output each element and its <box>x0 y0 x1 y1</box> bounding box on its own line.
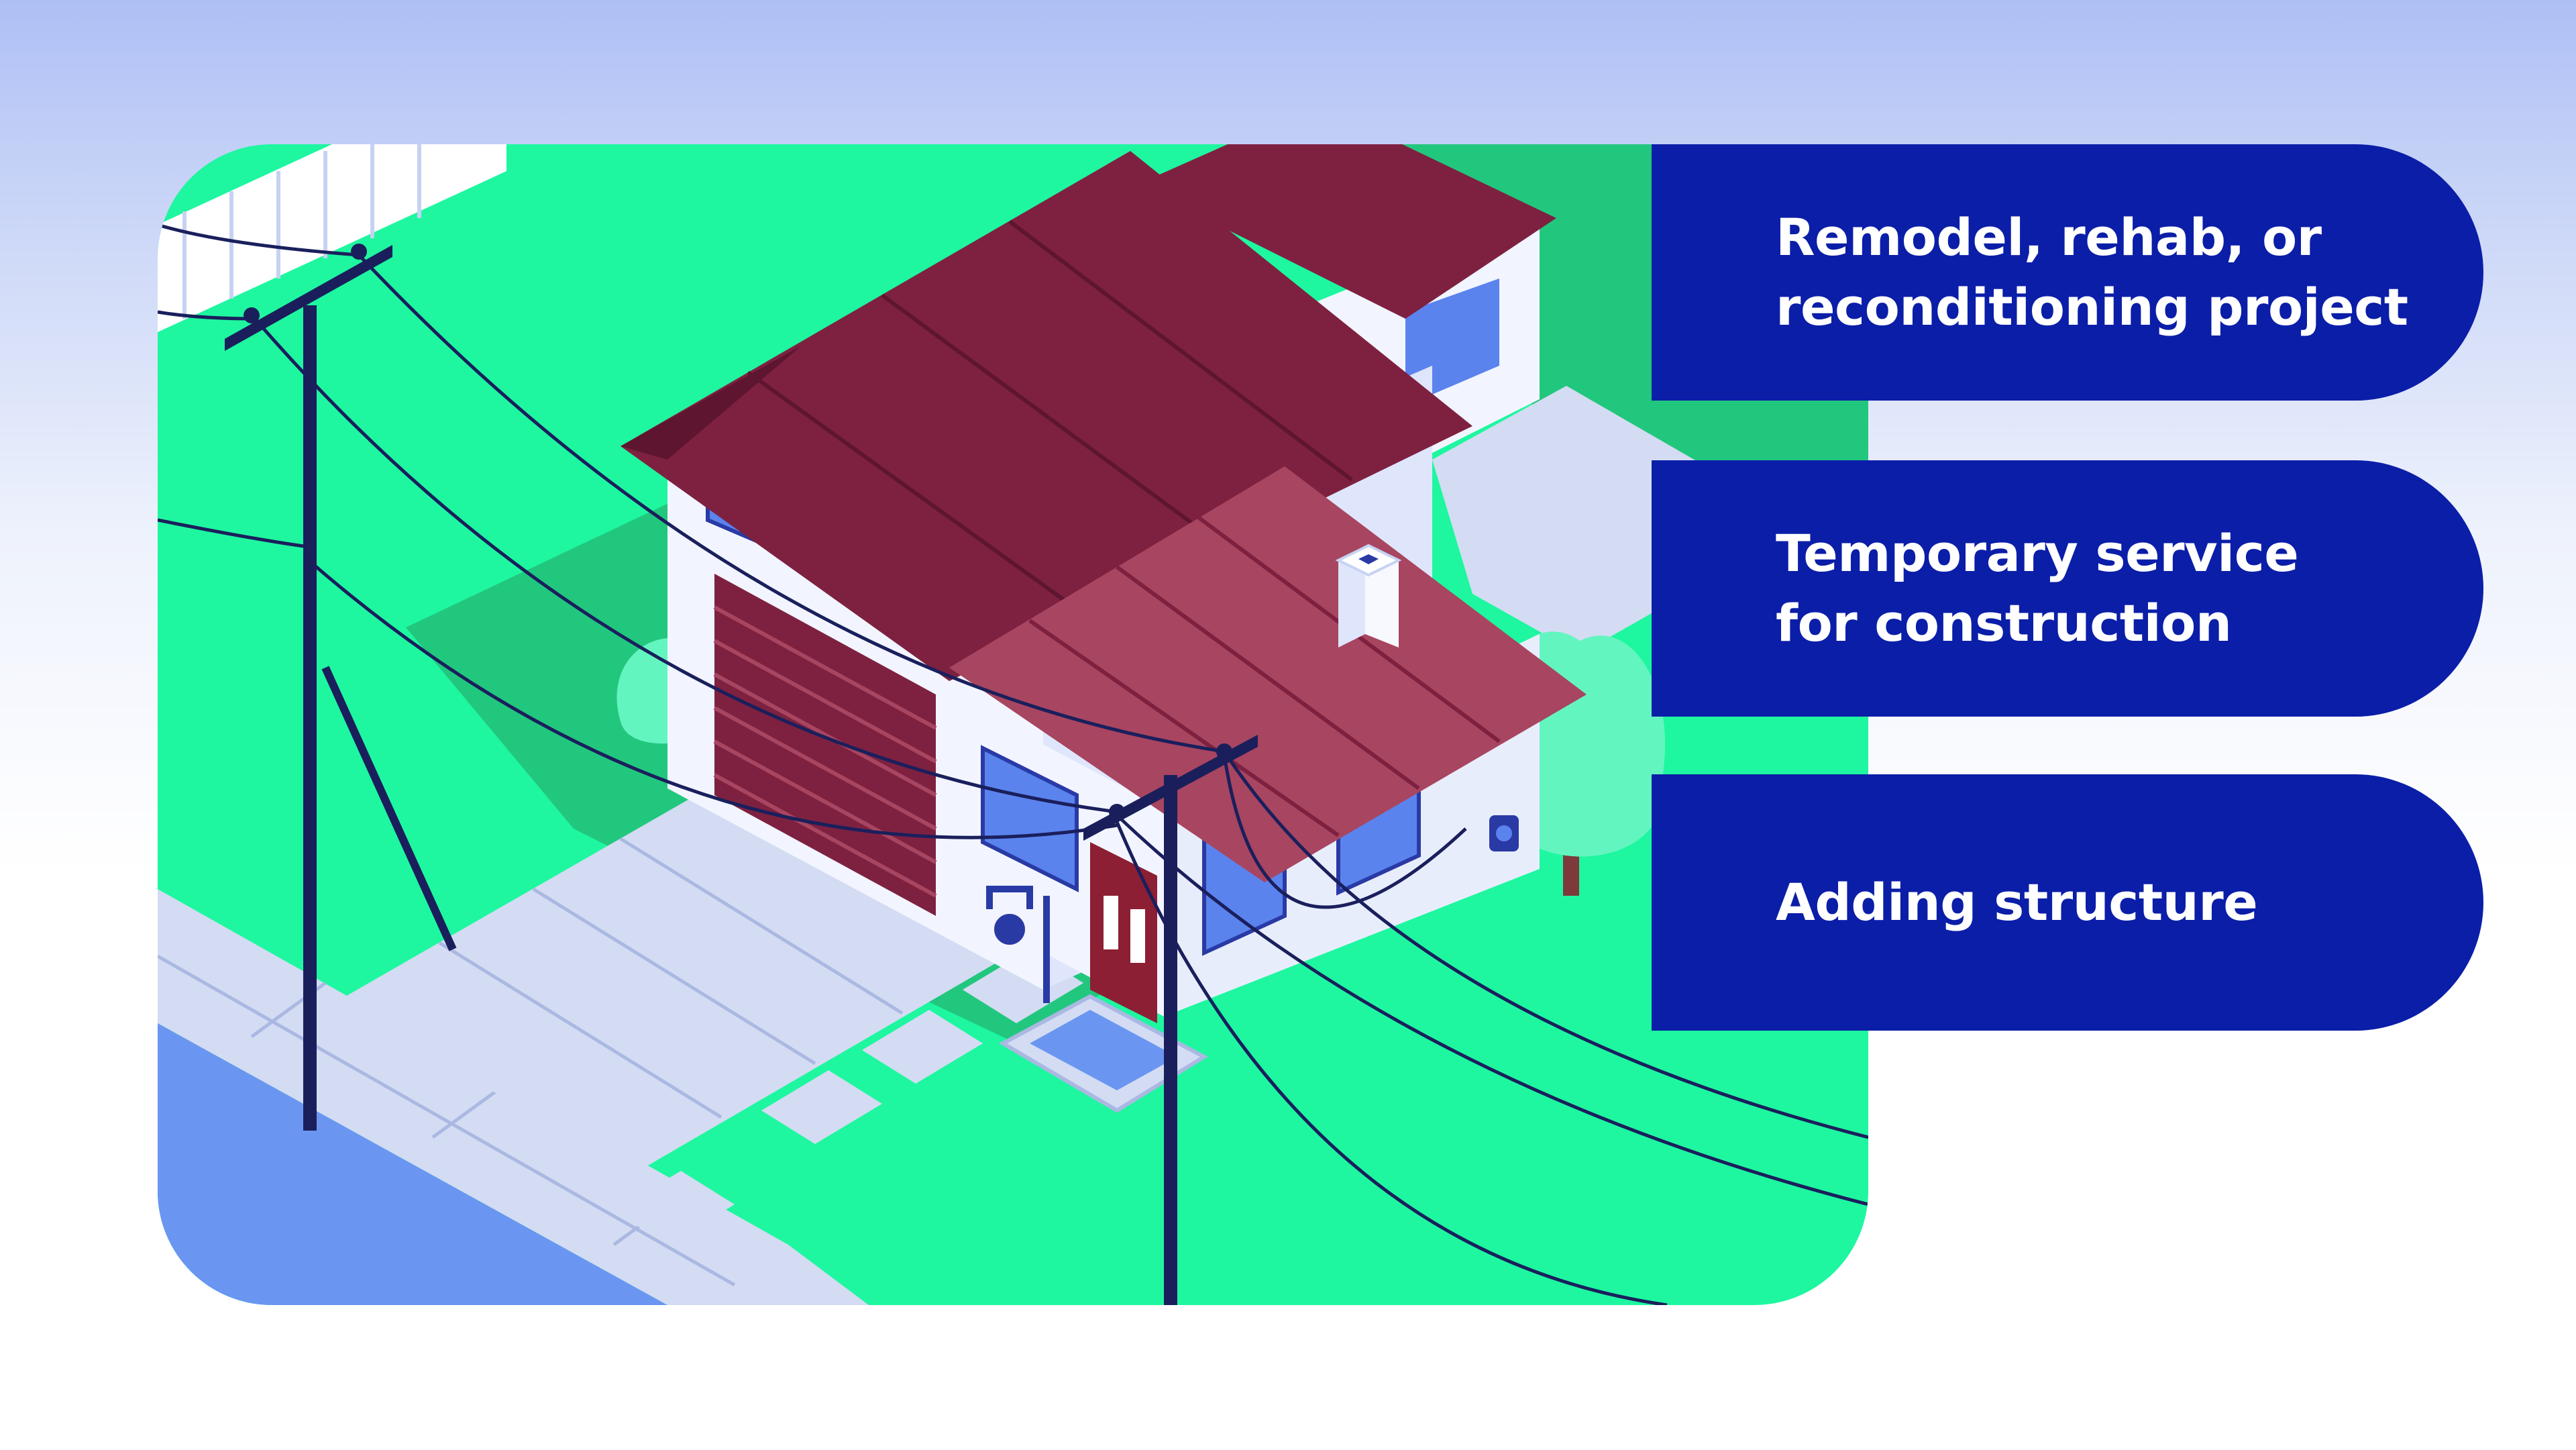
front-roof <box>949 466 1587 882</box>
option-adding-structure[interactable]: Adding structure <box>1652 774 2483 1031</box>
house-illustration-svg <box>158 144 1868 1305</box>
option-remodel-project[interactable]: Remodel, rehab, or reconditioning projec… <box>1652 144 2483 401</box>
garage-door-slats <box>713 605 937 898</box>
utility-pole-icon <box>1083 735 1258 1305</box>
driveway <box>345 788 996 1178</box>
driveway-joints <box>438 837 904 1119</box>
window <box>981 745 1079 892</box>
gas-meter <box>986 886 1050 1003</box>
option-label: Adding structure <box>1776 872 2258 932</box>
roof-seams <box>747 219 1353 616</box>
utility-pole-icon <box>225 244 457 1131</box>
house-illustration <box>158 144 1868 1305</box>
picket-fence-icon <box>158 144 506 332</box>
front-door <box>1090 842 1157 1023</box>
power-lines <box>158 223 1868 1305</box>
chimney <box>1335 543 1402 648</box>
roof-gable <box>621 346 802 460</box>
front-wing <box>949 466 1587 1113</box>
option-temporary-service[interactable]: Temporary service for construction <box>1652 460 2483 717</box>
option-label: Remodel, rehab, or reconditioning projec… <box>1776 207 2408 337</box>
electric-meter-icon <box>1489 815 1519 851</box>
door-window <box>1130 909 1145 963</box>
door-window <box>1104 896 1118 949</box>
option-label: Temporary service for construction <box>1776 523 2299 653</box>
porch-steps <box>1030 1010 1177 1090</box>
